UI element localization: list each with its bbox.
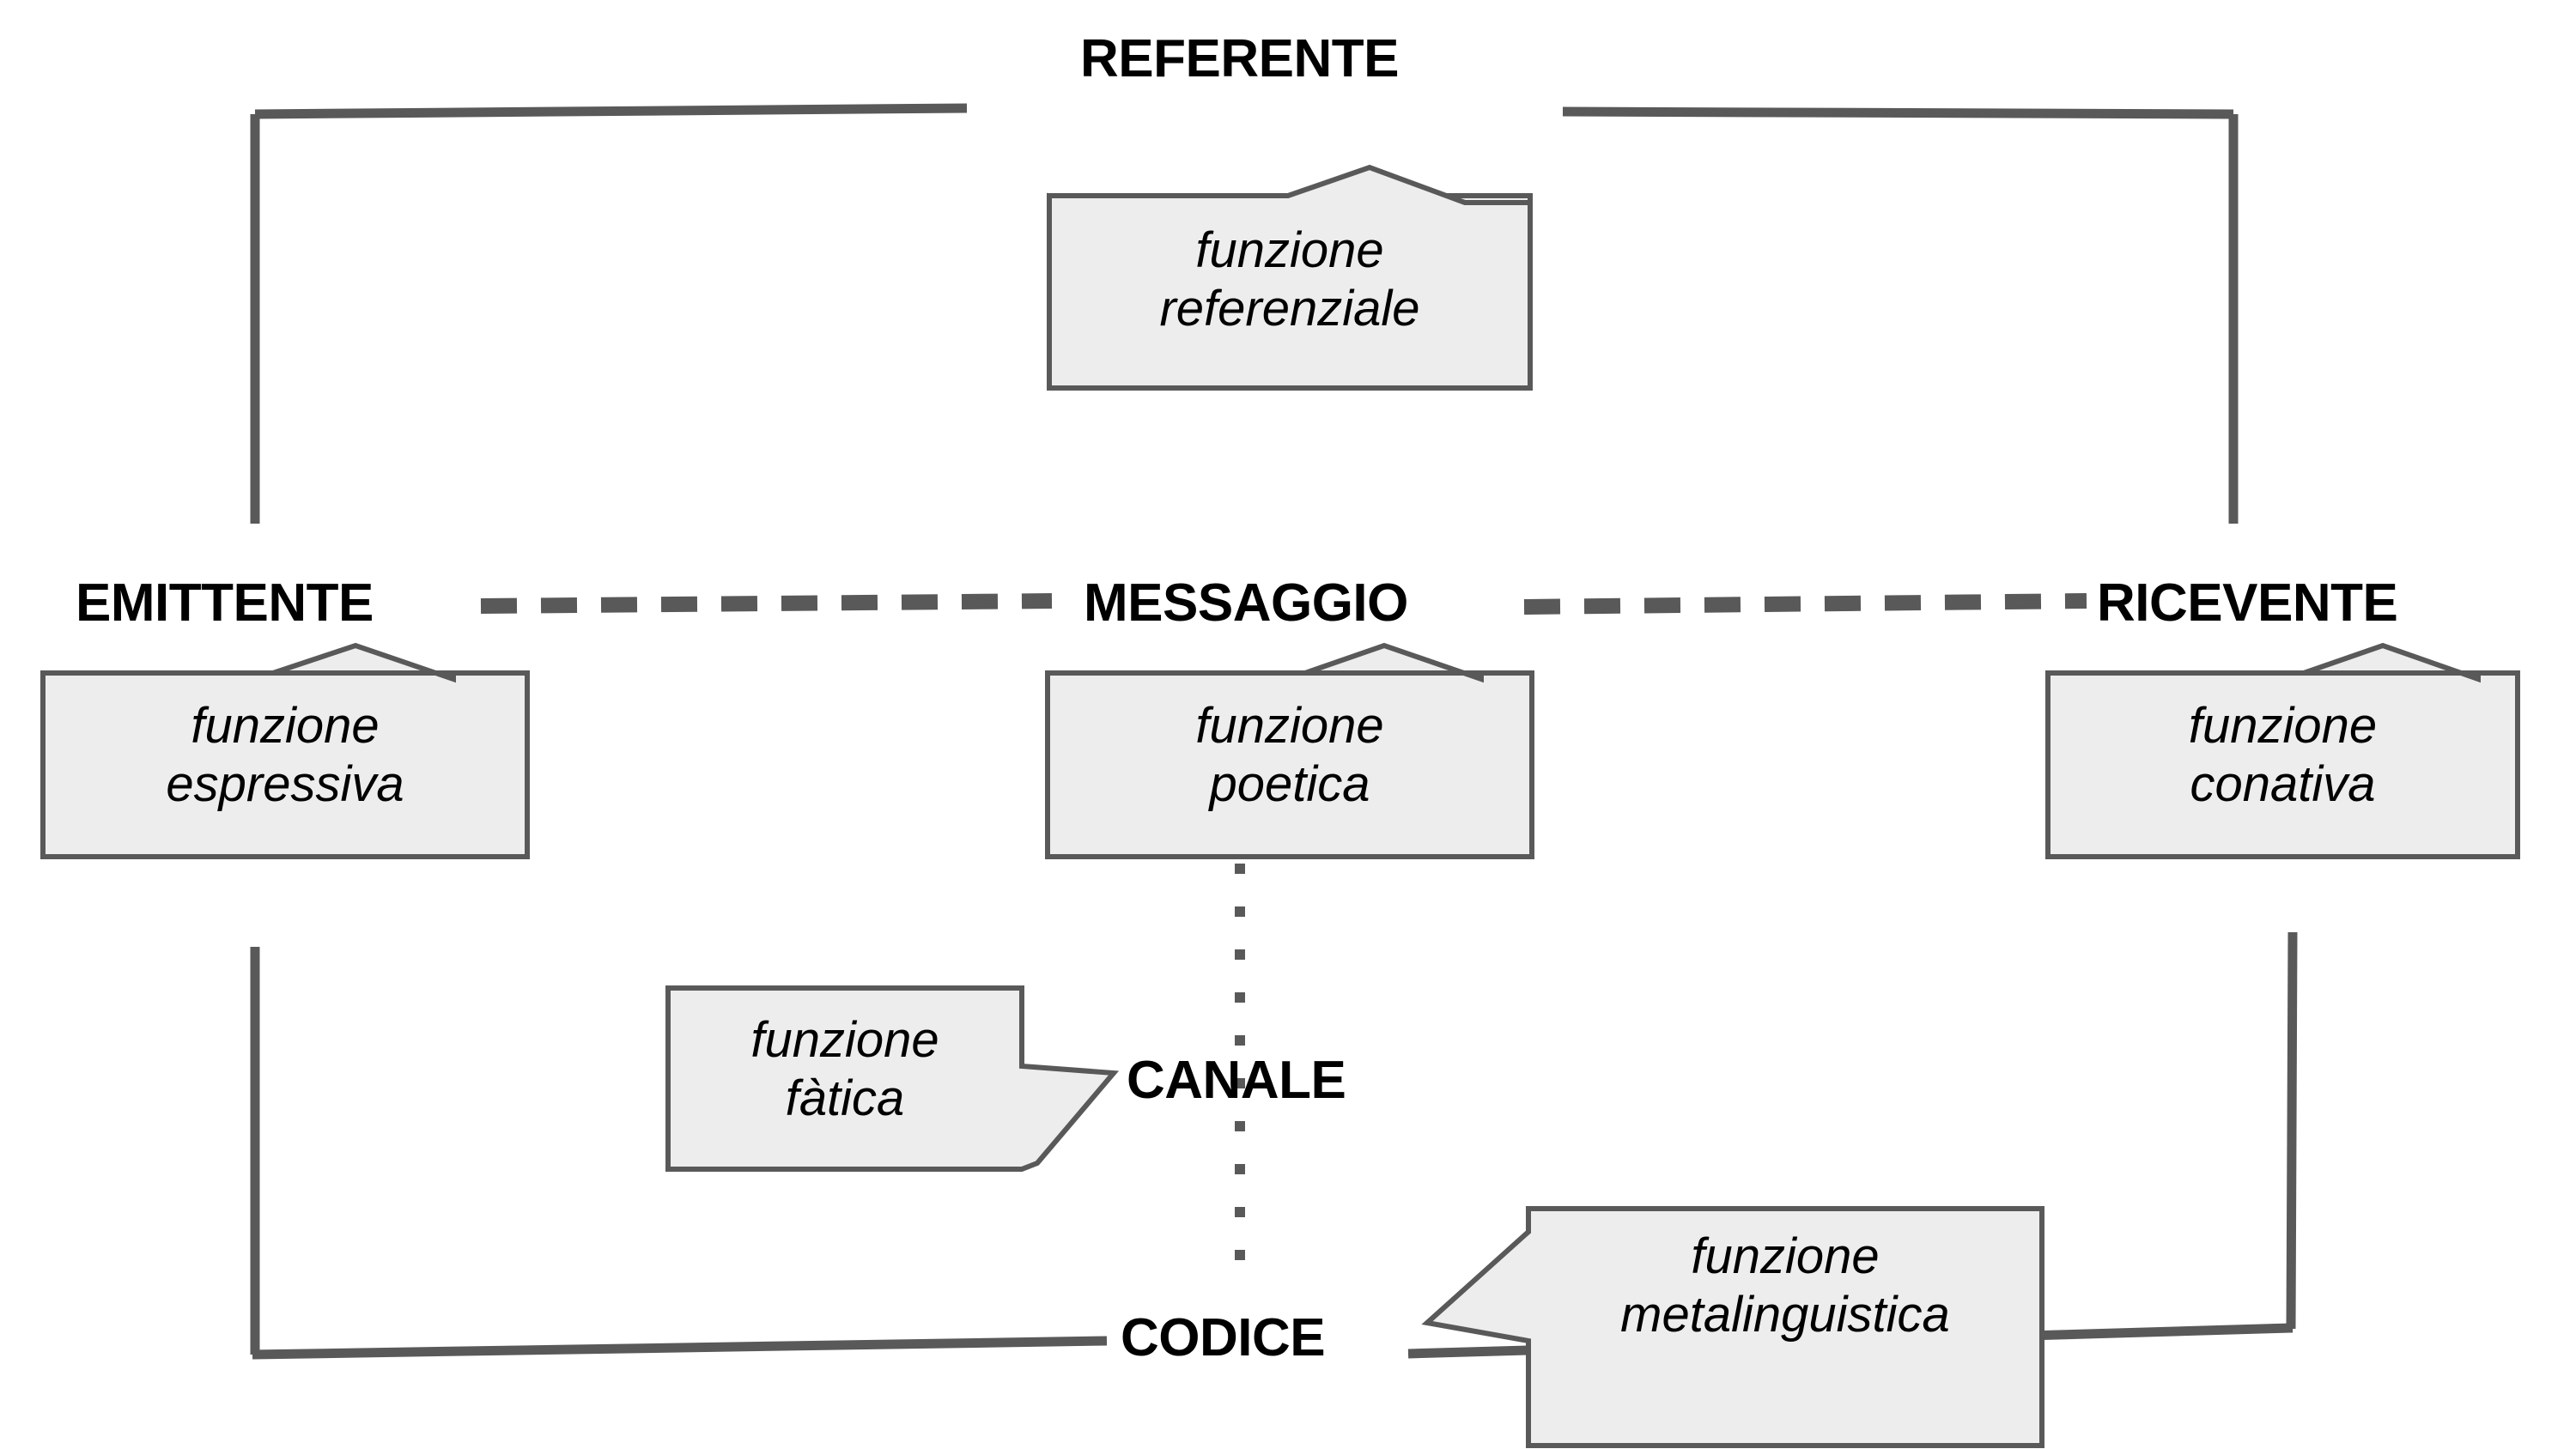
node-label-messaggio: MESSAGGIO [1084,573,1408,633]
frame-bottom-left-segment [252,1336,1108,1360]
frame-thin-rails [253,118,2294,1352]
dashed-connectors [480,593,2087,615]
messaggio-ricevente-dashed-line [1523,593,2087,615]
node-label-codice: CODICE [1121,1308,1326,1367]
node-label-canale: CANALE [1127,1051,1346,1110]
callout-tail-poetica [1304,642,1484,683]
frame-top-right-segment [1562,106,2234,119]
emittente-messaggio-dashed-line [480,593,1053,614]
callout-shape-metalinguistica [1421,1206,2044,1448]
frame-top-left-segment [254,103,968,119]
node-label-ricevente: RICEVENTE [2097,573,2398,633]
callout-tail-conativa [2303,642,2481,683]
callout-shape-referenziale-body [1047,164,1533,391]
callout-shape-fatica [665,985,1120,1172]
callout-shape-poetica [1045,670,1534,859]
callout-shape-espressiva [40,670,530,859]
node-label-emittente: EMITTENTE [76,573,374,633]
node-label-referente: REFERENTE [1080,29,1399,88]
callout-shapes-top [1047,164,1533,391]
callout-shape-conativa [2045,670,2520,859]
callout-tail-espressiva [272,642,456,683]
